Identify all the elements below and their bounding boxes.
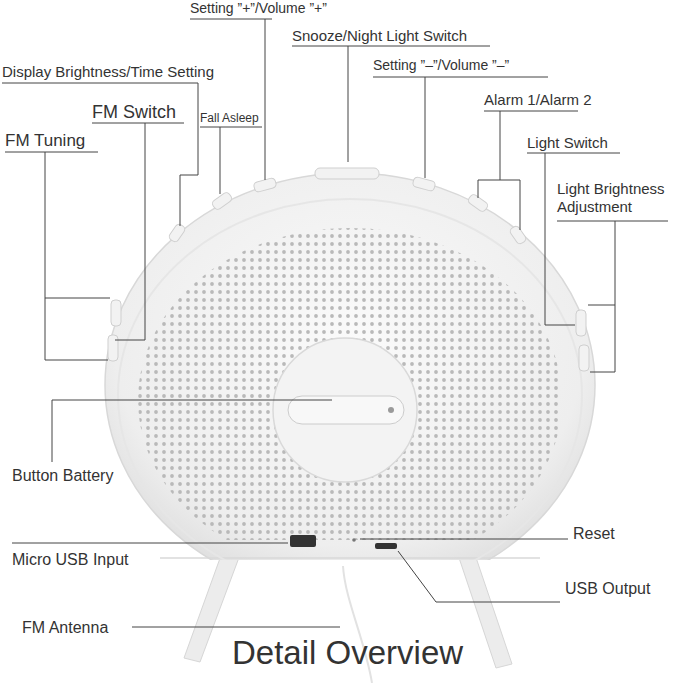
part-label: Setting ”+”/Volume ”+”: [190, 1, 327, 16]
part-label: Light Brightness Adjustment: [557, 180, 669, 216]
part-label: Display Brightness/Time Setting: [2, 64, 214, 81]
part-label: Alarm 1/Alarm 2: [484, 92, 592, 109]
part-label: Snooze/Night Light Switch: [292, 28, 467, 45]
part-label: USB Output: [565, 580, 650, 598]
part-label: Reset: [573, 525, 615, 543]
part-label: Button Battery: [12, 467, 113, 485]
part-label: Light Switch: [527, 135, 608, 152]
part-label: FM Switch: [92, 103, 176, 123]
part-label: Micro USB Input: [12, 551, 128, 569]
part-label: FM Antenna: [22, 619, 108, 637]
part-label: Fall Asleep: [200, 112, 259, 125]
diagram-title: Detail Overview: [232, 636, 463, 669]
part-label: Setting ”–”/Volume ”–”: [373, 58, 509, 73]
part-label: FM Tuning: [5, 132, 85, 151]
